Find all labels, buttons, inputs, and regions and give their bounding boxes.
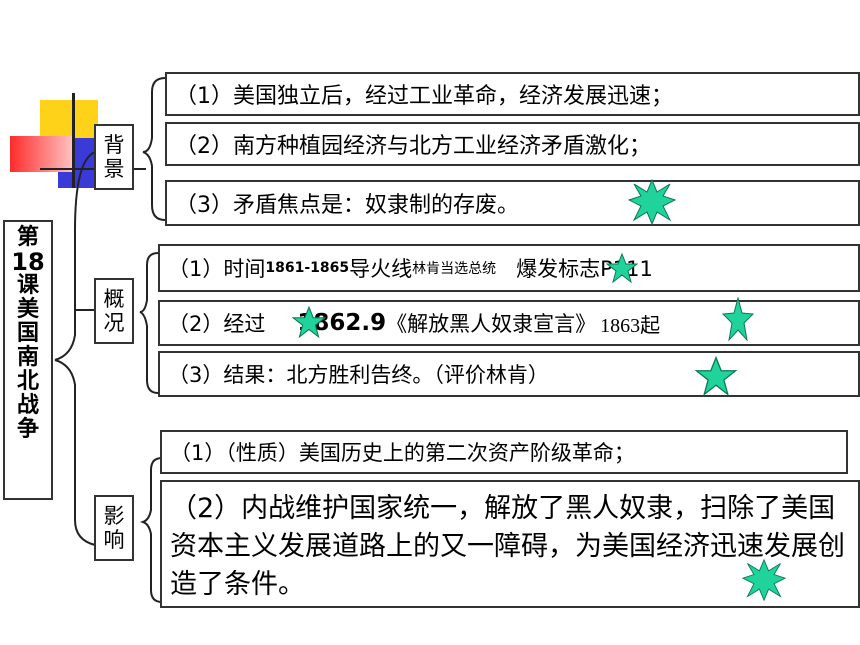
- impact-item-1-text: （1）（性质）美国历史上的第二次资产阶级革命；: [170, 441, 635, 465]
- title-char: 争: [16, 417, 39, 442]
- logo-red-gradient: [10, 136, 72, 172]
- background-item-2-text: （2）南方种植园经济与北方工业经济矛盾激化；: [175, 134, 651, 159]
- star-icon: [606, 253, 638, 283]
- star-icon: [722, 297, 754, 341]
- background-item-2: （2）南方种植园经济与北方工业经济矛盾激化；: [165, 122, 860, 166]
- burst-star-icon: [628, 178, 676, 226]
- background-item-3: （3）矛盾焦点是：奴隶制的存废。: [165, 180, 860, 226]
- section-label-background: 背景: [94, 124, 134, 190]
- logo-horizontal-line: [40, 168, 146, 170]
- background-item-3-text: （3）矛盾焦点是：奴隶制的存废。: [175, 193, 519, 218]
- title-char: 战: [16, 393, 39, 418]
- section-label-overview: 概况: [94, 278, 134, 344]
- emancipation-title: 《解放黑人奴隶宣言》: [386, 312, 597, 336]
- overview-item-3: （3）结果：北方胜利告终。（评价林肯）: [158, 351, 860, 397]
- impact-item-2: （2）内战维护国家统一，解放了黑人奴隶，扫除了美国资本主义发展道路上的又一障碍，…: [160, 480, 860, 608]
- title-char: 北: [16, 369, 39, 394]
- title-char: 国: [16, 321, 39, 346]
- star-icon: [695, 356, 737, 396]
- title-char: 第: [16, 225, 39, 250]
- burst-star-icon: [742, 558, 786, 602]
- title-char: 南: [16, 345, 39, 370]
- background-item-1-text: （1）美国独立后，经过工业革命，经济发展迅速；: [175, 84, 673, 109]
- overview-note: 林肯当选总统: [412, 261, 497, 277]
- title-char: 课: [16, 273, 39, 298]
- impact-item-2-text: （2）内战维护国家统一，解放了黑人奴隶，扫除了美国资本主义发展道路上的又一障碍，…: [170, 493, 845, 600]
- lesson-title: 第 18 课 美 国 南 北 战 争: [3, 220, 53, 500]
- overview-years: 1861-1865: [265, 260, 350, 276]
- background-item-1: （1）美国独立后，经过工业革命，经济发展迅速；: [165, 72, 860, 116]
- section-label-impact: 影响: [94, 495, 134, 561]
- logo-vertical-line: [72, 93, 75, 188]
- title-char: 美: [16, 297, 39, 322]
- title-number: 18: [11, 248, 45, 276]
- star-icon: [292, 306, 326, 338]
- overview-item-3-text: （3）结果：北方胜利告终。（评价林肯）: [168, 363, 549, 387]
- impact-item-1: （1）（性质）美国历史上的第二次资产阶级革命；: [160, 430, 848, 474]
